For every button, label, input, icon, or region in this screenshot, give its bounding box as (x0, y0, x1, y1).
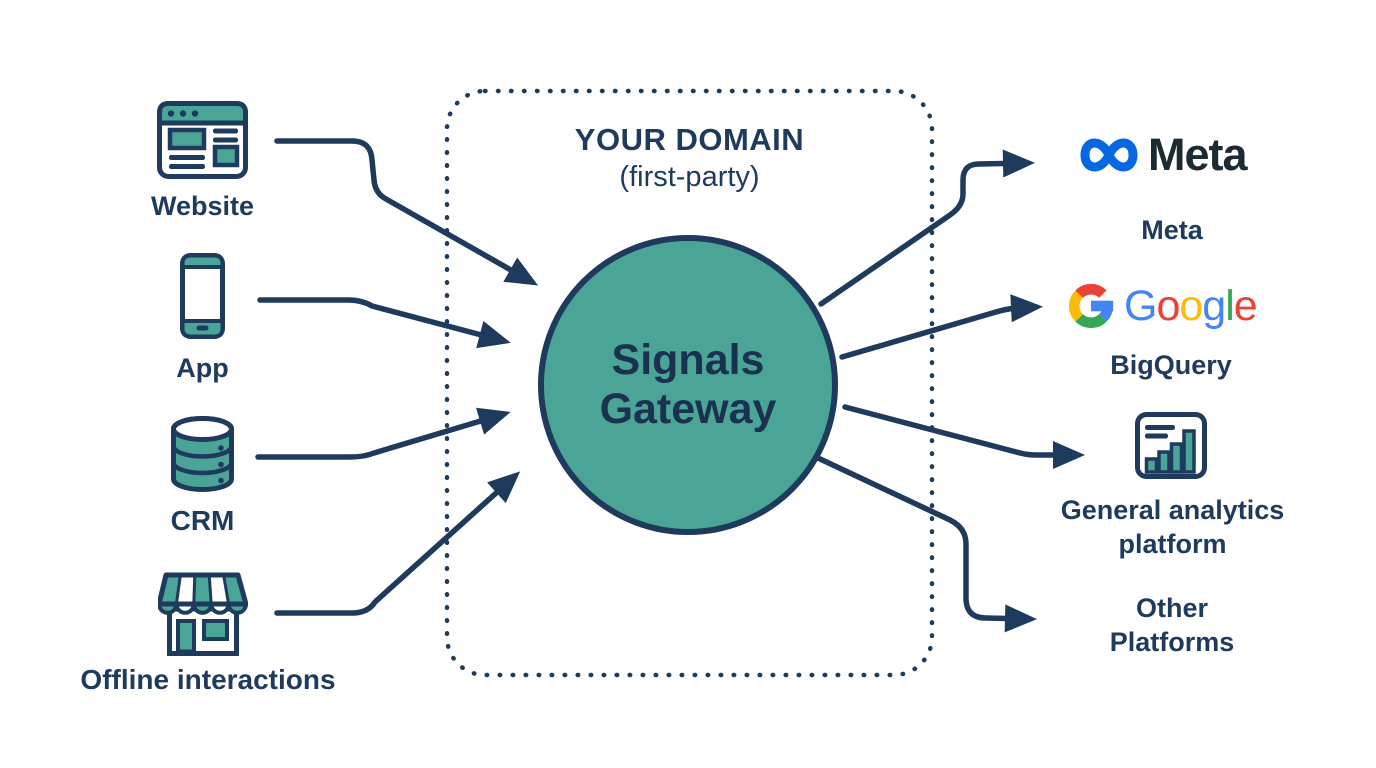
google-wordmark: Google (1124, 281, 1258, 331)
analytics-chart-icon (1135, 412, 1207, 479)
google-letter: o (1156, 281, 1180, 330)
arrow-offline-to-gateway (274, 471, 521, 616)
arrow-gateway-to-google (839, 294, 1043, 360)
mobile-app-icon (180, 253, 225, 339)
meta-infinity-icon (1080, 138, 1138, 172)
source-label-website: Website (150, 191, 255, 221)
google-letter: G (1124, 281, 1157, 330)
crm-database-icon (171, 416, 234, 492)
arrow-gateway-to-meta (818, 149, 1035, 307)
destination-label-other-platforms: Other Platforms (1109, 593, 1235, 658)
google-letter: l (1225, 281, 1235, 330)
signals-gateway-label: Signals Gateway (599, 335, 777, 433)
arrow-gateway-to-analytics (842, 404, 1085, 469)
destination-label-bigquery: BigQuery (1110, 350, 1232, 380)
source-label-offline-interactions: Offline interactions (80, 664, 336, 695)
google-letter: o (1179, 281, 1203, 330)
domain-box-subtitle: (first-party) (619, 161, 760, 193)
arrow-app-to-gateway (257, 297, 511, 349)
website-browser-icon (157, 101, 248, 179)
offline-store-icon (158, 572, 248, 656)
domain-box-title: YOUR DOMAIN (574, 122, 805, 157)
signals-gateway-node: Signals Gateway (538, 235, 838, 535)
source-label-crm: CRM (170, 505, 235, 536)
google-letter: g (1202, 281, 1226, 330)
meta-wordmark: Meta (1148, 129, 1248, 180)
destination-label-meta: Meta (1141, 215, 1203, 245)
google-logo: Google (1066, 281, 1258, 331)
arrow-crm-to-gateway (255, 407, 511, 460)
google-g-icon (1068, 283, 1114, 329)
google-letter: e (1233, 281, 1258, 330)
destination-label-general-analytics: General analytics platform (1060, 495, 1285, 560)
arrow-gateway-to-other (815, 455, 1037, 633)
meta-logo: Meta (1077, 129, 1248, 181)
arrow-website-to-gateway (274, 138, 539, 286)
source-label-app: App (176, 353, 229, 383)
